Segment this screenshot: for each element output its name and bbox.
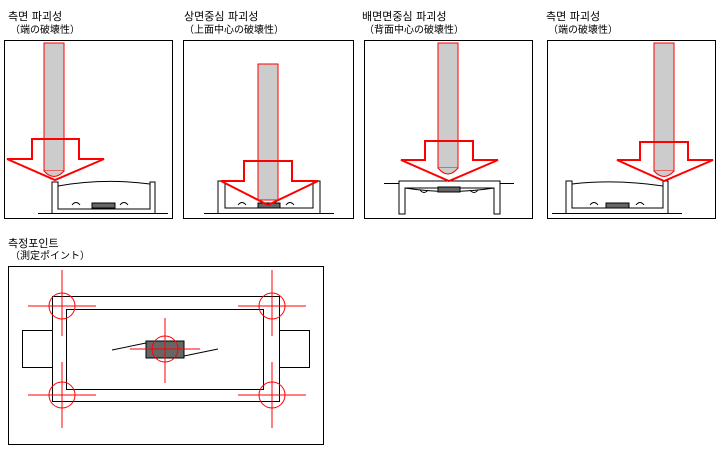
panel-4 bbox=[547, 40, 716, 219]
lead-wires bbox=[111, 342, 219, 357]
point-center bbox=[130, 318, 200, 383]
panel-2 bbox=[183, 40, 354, 219]
panel-4-subtitle: （端の破壊性） bbox=[548, 25, 618, 36]
measure-title: 측정포인트 bbox=[8, 237, 59, 250]
panel-3-subtitle: （背面中心の破壊性） bbox=[364, 25, 464, 36]
panel-4-frame bbox=[547, 40, 716, 219]
measure-frame bbox=[8, 266, 324, 445]
panel-2-arrow bbox=[220, 63, 319, 207]
point-bottom-left bbox=[28, 362, 96, 428]
panel-4-title: 측면 파괴성 bbox=[546, 10, 601, 23]
panel-4-arrow bbox=[616, 42, 714, 183]
panel-2-title: 상면중심 파괴성 bbox=[184, 10, 259, 23]
right-terminal bbox=[279, 330, 310, 368]
panel-4-chip bbox=[605, 202, 630, 209]
point-top-left bbox=[28, 270, 96, 336]
panel-3-chip bbox=[437, 186, 461, 193]
outer-case bbox=[52, 296, 280, 402]
panel-1-arrow bbox=[6, 42, 105, 182]
panel-1 bbox=[4, 40, 173, 219]
measure-points bbox=[28, 270, 306, 428]
measure-subtitle: （測定ポイント） bbox=[10, 251, 90, 262]
panel-1-chip bbox=[91, 202, 116, 209]
panel-2-frame bbox=[183, 40, 354, 219]
inner-case bbox=[66, 309, 264, 390]
panel-3-title: 배면면중심 파괴성 bbox=[362, 10, 447, 23]
panel-1-frame bbox=[4, 40, 173, 219]
point-top-right bbox=[238, 270, 306, 336]
left-terminal bbox=[22, 330, 53, 368]
panel-3-frame bbox=[364, 40, 533, 219]
panel-1-title: 측면 파괴성 bbox=[8, 10, 63, 23]
panel-2-subtitle: （上面中心の破壊性） bbox=[184, 25, 284, 36]
panel-3-arrow bbox=[400, 42, 499, 183]
panel-3 bbox=[364, 40, 533, 219]
point-bottom-right bbox=[238, 362, 306, 428]
panel-1-subtitle: （端の破壊性） bbox=[10, 25, 80, 36]
panel-1-component bbox=[38, 180, 168, 214]
panel-3-component bbox=[384, 180, 514, 215]
panel-4-component bbox=[552, 180, 682, 214]
